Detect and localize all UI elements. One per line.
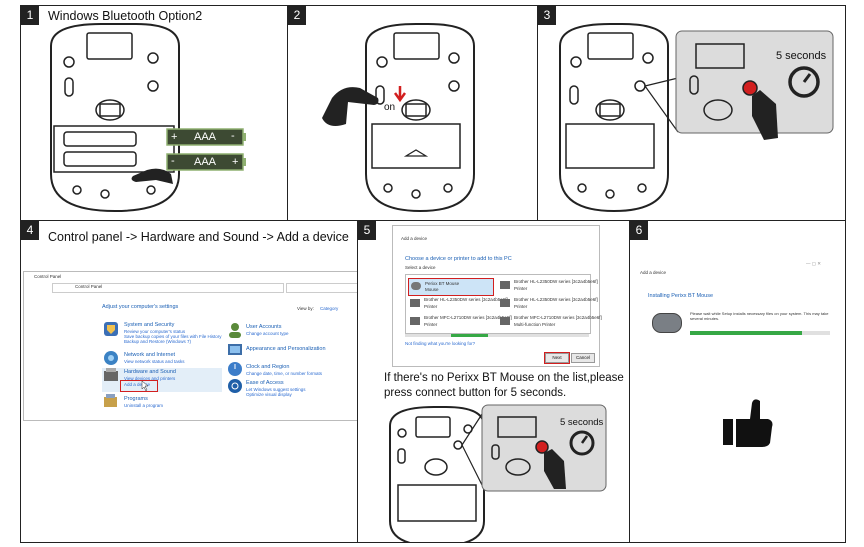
step-number: 5: [358, 221, 376, 240]
step-number: 2: [288, 6, 306, 25]
window-title: Add a device: [640, 270, 667, 275]
device-item[interactable]: Brother HL-L2350DW series [3c2a4b5e6f] P…: [498, 296, 598, 312]
control-panel-window: Control Panel Control Panel Adjust your …: [23, 271, 358, 421]
category-icons: [104, 322, 242, 407]
window-title: Control Panel: [34, 274, 62, 279]
network-globe-icon: [104, 351, 118, 365]
device-item[interactable]: Brother HL-L2350DW series [3c2a4b5e6f] P…: [498, 278, 598, 294]
not-finding-link[interactable]: Not finding what you're looking for?: [405, 341, 476, 346]
settings-heading: Adjust your computer's settings: [102, 304, 179, 310]
step-number: 1: [21, 6, 39, 25]
printer-device-icon: [500, 281, 510, 289]
address-bar[interactable]: Control Panel: [52, 283, 284, 293]
install-progress-fill: [690, 331, 802, 335]
battery-label-2: AAA: [194, 156, 217, 168]
step-number: 6: [630, 221, 648, 240]
panel-step-5: 5 Add a device Choose a device or printe…: [357, 220, 631, 543]
device-item[interactable]: Brother MFC-L2710DW series [3c2a4b5e6f] …: [408, 314, 512, 330]
battery-minus-2: -: [171, 155, 175, 167]
step-number: 3: [538, 6, 556, 25]
battery-label-1: AAA: [194, 131, 217, 143]
shield-icon: [104, 322, 118, 336]
add-device-highlight: [120, 380, 158, 392]
panel-step-3: 3 5 seconds: [537, 5, 846, 221]
panel-step-4: 4 Control panel -> Hardware and Sound ->…: [20, 220, 359, 543]
install-message: Please wait while Setup installs necessa…: [690, 311, 829, 321]
cursor-icon: [141, 380, 149, 392]
timer-label: 5 seconds: [560, 417, 604, 428]
mouse-device-icon: [652, 313, 682, 333]
printer-icon: [104, 368, 118, 381]
window-controls[interactable]: — ▢ ✕: [806, 261, 822, 266]
installing-window: Add a device — ▢ ✕ Installing Perixx BT …: [634, 259, 842, 359]
step-number: 4: [21, 221, 39, 240]
switch-on-label: on: [384, 102, 396, 113]
device-list: Perixx BT Mouse Mouse Brother HL-L2350DW…: [405, 274, 602, 334]
mouse-switch-on-illustration: [322, 23, 475, 213]
mouse-underside-illustration: [50, 23, 246, 213]
ease-of-access-icon: [228, 379, 242, 393]
battery-minus-1: -: [231, 130, 235, 142]
printer-device-icon: [500, 317, 510, 325]
panel-step-2: 2 on: [287, 5, 539, 221]
device-item[interactable]: Brother HL-L2350DW series [3c2a4b5e6f] P…: [408, 296, 508, 312]
appearance-icon: [228, 344, 242, 355]
instruction-text: If there's no Perixx BT Mouse on the lis…: [384, 372, 624, 399]
add-device-window: Add a device Choose a device or printer …: [392, 225, 602, 367]
view-by-label: View by:: [297, 306, 314, 311]
mouse-device-icon: [411, 282, 421, 290]
battery-plus-2: +: [232, 156, 239, 168]
mouse-connect-button-illustration: [389, 404, 607, 542]
battery-plus-1: +: [171, 131, 178, 143]
dialog-heading: Choose a device or printer to add to thi…: [405, 256, 512, 262]
search-progress-bar: [405, 334, 589, 337]
printer-device-icon: [410, 299, 420, 307]
user-accounts-icon: [229, 323, 241, 338]
clock-icon: [228, 362, 242, 376]
address-text: Control Panel: [75, 284, 103, 289]
installing-heading: Installing Perixx BT Mouse: [648, 293, 714, 299]
device-item[interactable]: Brother MFC-L2710DW series [3c2a4b5e6f] …: [498, 314, 602, 330]
thumbs-up-icon: [723, 399, 773, 447]
panel-title: Control panel -> Hardware and Sound -> A…: [48, 230, 349, 244]
programs-icon: [104, 394, 117, 407]
add-a-device-link[interactable]: Add a device: [124, 382, 151, 387]
dialog-subheading: Select a device: [405, 265, 436, 270]
device-item-perixx-mouse[interactable]: Perixx BT Mouse Mouse: [408, 278, 494, 296]
category-hardware-sound[interactable]: Hardware and Sound View devices and prin…: [102, 368, 222, 392]
mouse-connect-button-illustration: [559, 23, 834, 213]
install-progress-bar: [690, 331, 830, 335]
printer-device-icon: [410, 317, 420, 325]
view-by-dropdown[interactable]: Category: [320, 306, 339, 311]
timer-label: 5 seconds: [776, 50, 827, 62]
panel-step-6: 6 Add a device — ▢ ✕ Installing Perixx B…: [629, 220, 846, 543]
window-title: Add a device: [401, 236, 428, 241]
printer-device-icon: [500, 299, 510, 307]
cancel-button[interactable]: Cancel: [571, 353, 595, 363]
panel-step-1: 1 Windows Bluetooth Option2 + AAA - - AA…: [20, 5, 289, 221]
next-button[interactable]: Next: [544, 352, 570, 364]
panel-title: Windows Bluetooth Option2: [48, 9, 203, 23]
